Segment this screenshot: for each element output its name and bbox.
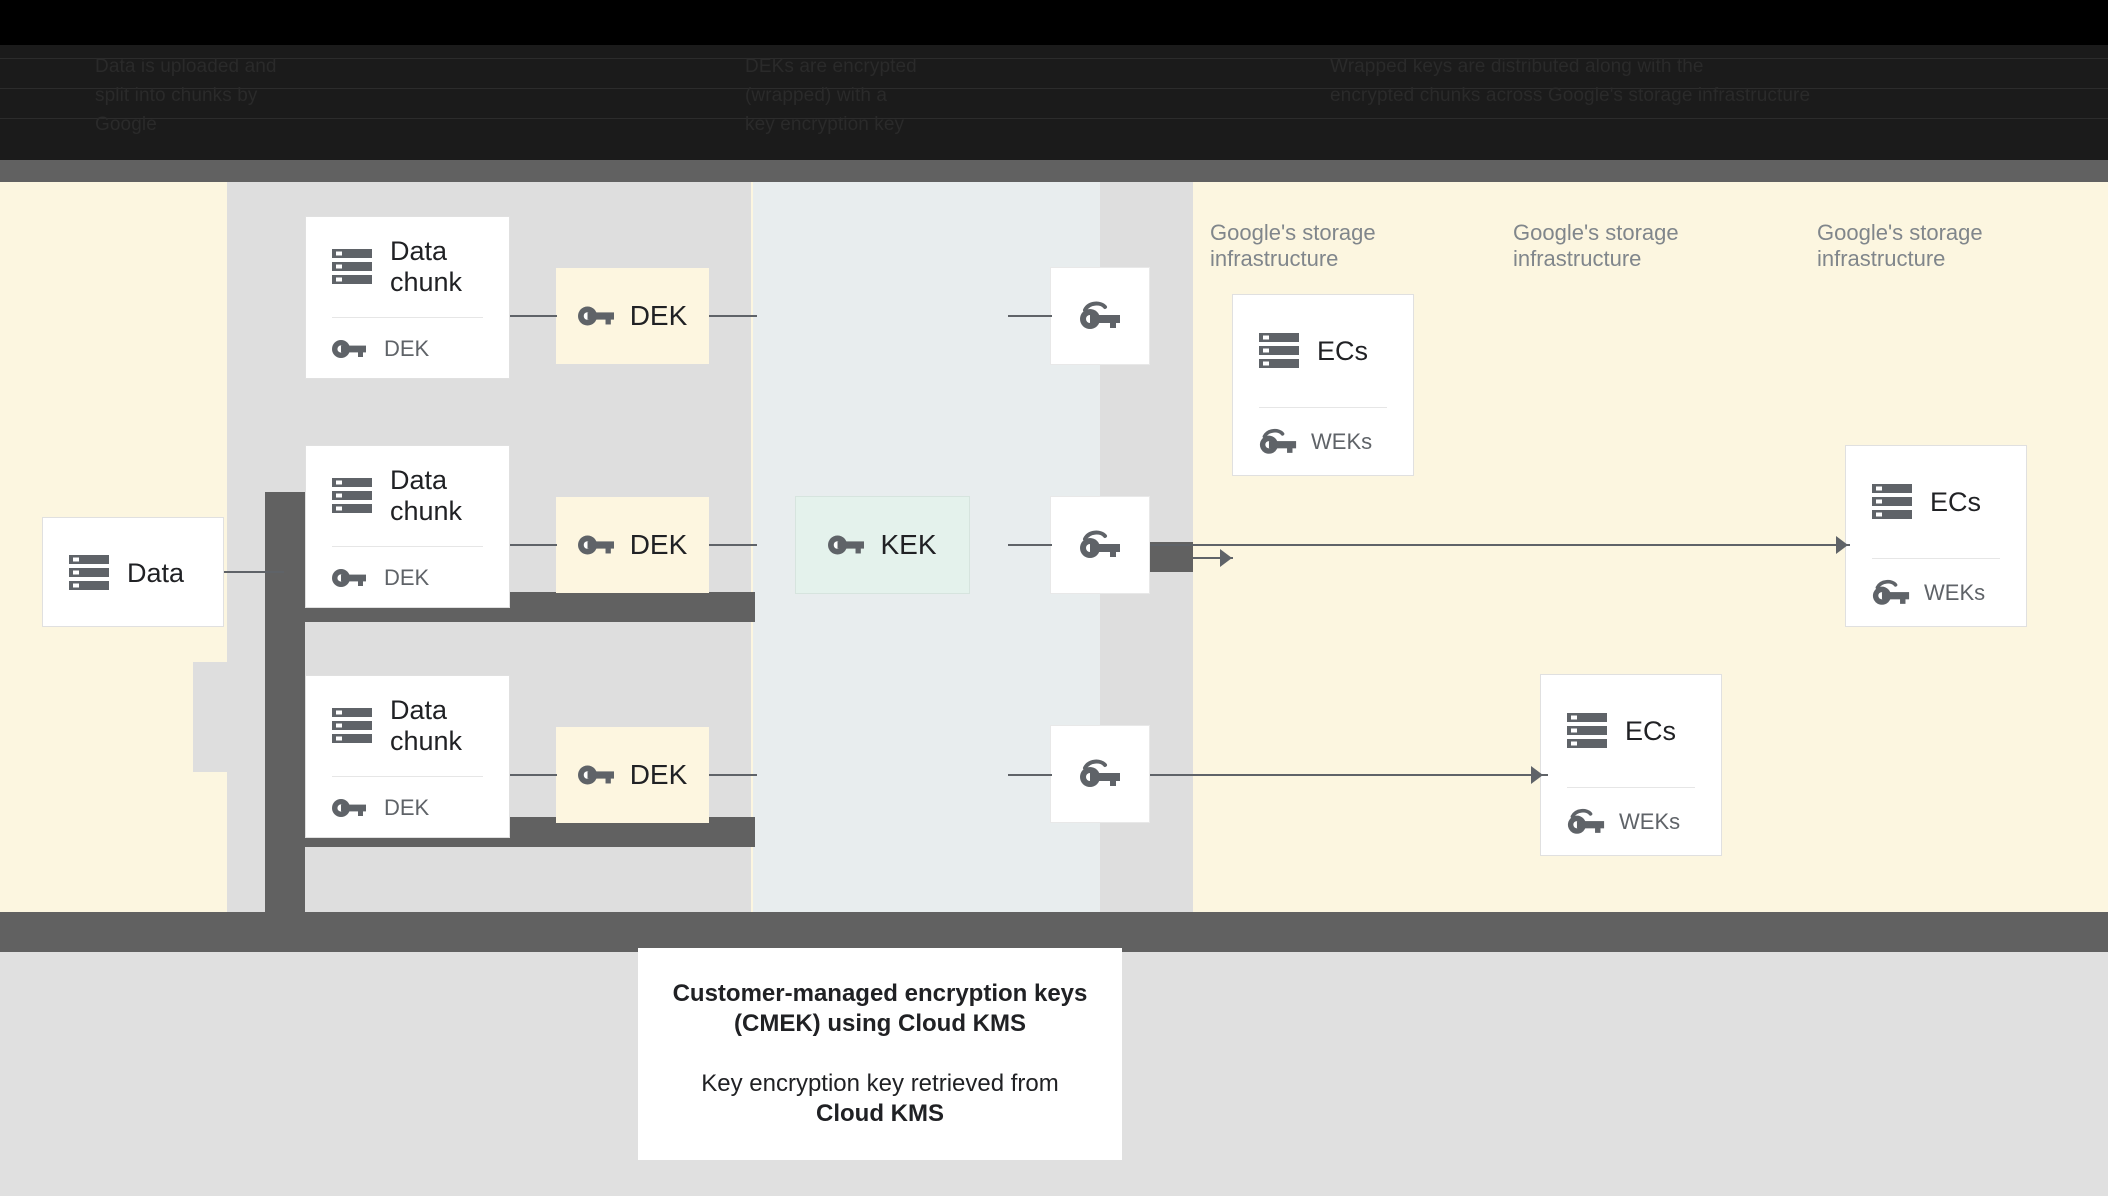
- card-divider: [332, 546, 483, 547]
- kek-label: KEK: [880, 529, 937, 560]
- wrapped-key-icon: [1079, 759, 1121, 789]
- top-rule: [0, 88, 2108, 89]
- ec-card[interactable]: ECs WEKs: [1845, 445, 2027, 627]
- key-icon: [577, 533, 614, 557]
- wrapped-key-box[interactable]: [1050, 496, 1150, 594]
- dek-box[interactable]: DEK: [556, 497, 709, 593]
- ec-card[interactable]: ECs WEKs: [1232, 294, 1414, 476]
- server-stack-icon: [332, 248, 372, 286]
- wrapped-key-icon: [1567, 808, 1605, 836]
- connector-dek-out-1: [709, 315, 757, 317]
- infra-label: Google's storage infrastructure: [1513, 220, 1679, 271]
- wrapped-key-icon: [1079, 530, 1121, 560]
- wrapped-key-icon: [1079, 301, 1121, 331]
- dek-label: DEK: [629, 759, 688, 790]
- dek-label: DEK: [629, 300, 688, 331]
- data-source-card[interactable]: Data: [42, 517, 224, 627]
- dek-box[interactable]: DEK: [556, 268, 709, 364]
- card-divider: [332, 317, 483, 318]
- ec-label: ECs: [1930, 486, 1982, 517]
- data-chunk-key-label: DEK: [384, 795, 430, 820]
- data-chunk-card[interactable]: Data chunk DEK: [305, 675, 510, 838]
- connector-to-wek-3: [1008, 774, 1052, 776]
- arrow-line-bottom: [1150, 774, 1548, 776]
- caption-subtitle: Key encryption key retrieved from Cloud …: [672, 1069, 1088, 1129]
- arrowhead-top: [1220, 549, 1232, 567]
- arrowhead-bottom: [1531, 766, 1543, 784]
- key-icon: [332, 338, 366, 360]
- server-stack-icon: [1872, 483, 1912, 521]
- arrow-line-top: [1193, 557, 1233, 559]
- ec-key-label: WEKs: [1924, 580, 1986, 605]
- arrowhead-middle: [1836, 536, 1848, 554]
- server-stack-icon: [332, 707, 372, 745]
- ec-card[interactable]: ECs WEKs: [1540, 674, 1722, 856]
- top-explainer-band: [0, 45, 2108, 160]
- card-divider: [1567, 787, 1695, 788]
- key-icon: [332, 567, 366, 589]
- top-rule: [0, 58, 2108, 59]
- data-chunk-card[interactable]: Data chunk DEK: [305, 445, 510, 608]
- key-icon: [332, 797, 366, 819]
- data-chunk-label: Data chunk: [390, 465, 463, 526]
- connector-to-wek-1: [1008, 315, 1052, 317]
- wrapped-key-icon: [1872, 579, 1910, 607]
- data-chunk-label: Data chunk: [390, 236, 463, 297]
- caption-card: Customer-managed encryption keys (CMEK) …: [638, 948, 1122, 1160]
- connector-to-wek-2: [1008, 544, 1052, 546]
- wrapped-key-box[interactable]: [1050, 267, 1150, 365]
- ec-key-label: WEKs: [1311, 429, 1373, 454]
- ec-label: ECs: [1317, 335, 1369, 366]
- top-text-upload: Data is uploaded and split into chunks b…: [95, 56, 277, 135]
- server-stack-icon: [1567, 712, 1607, 750]
- connector-chunk-dek-1: [510, 315, 557, 317]
- kek-box[interactable]: KEK: [795, 496, 970, 594]
- connector-data-to-split: [224, 571, 284, 573]
- server-stack-icon: [332, 477, 372, 515]
- connector-dek-out-3: [709, 774, 757, 776]
- data-chunk-key-label: DEK: [384, 565, 430, 590]
- top-rule: [0, 118, 2108, 119]
- diagram-canvas: Data Data chunk: [0, 182, 2108, 952]
- wrapped-key-icon: [1259, 428, 1297, 456]
- ec-label: ECs: [1625, 715, 1677, 746]
- key-icon: [577, 763, 614, 787]
- arrow-line-middle: [1150, 544, 1850, 546]
- connector-chunk-dek-2: [510, 544, 557, 546]
- infra-label: Google's storage infrastructure: [1210, 220, 1376, 271]
- caption-subtitle-prefix: Key encryption key retrieved from: [701, 1070, 1059, 1097]
- card-divider: [1259, 407, 1387, 408]
- ec-key-label: WEKs: [1619, 809, 1681, 834]
- data-source-label: Data: [127, 557, 185, 588]
- infra-label: Google's storage infrastructure: [1817, 220, 1983, 271]
- source-column-background: [193, 662, 273, 772]
- wrapped-key-box[interactable]: [1050, 725, 1150, 823]
- connector-dek-out-2: [709, 544, 757, 546]
- server-stack-icon: [69, 554, 109, 592]
- key-icon: [577, 304, 614, 328]
- caption-title: Customer-managed encryption keys (CMEK) …: [672, 980, 1088, 1037]
- bottom-separator-bar: [0, 912, 2108, 952]
- data-chunk-label: Data chunk: [390, 695, 463, 756]
- top-explainer-bar: Data is uploaded and split into chunks b…: [0, 0, 2108, 160]
- top-text-storage: Wrapped keys are distributed along with …: [1330, 56, 1811, 106]
- data-chunk-key-label: DEK: [384, 336, 430, 361]
- card-divider: [1872, 558, 2000, 559]
- top-text-dek: DEKs are encrypted (wrapped) with a key …: [745, 56, 917, 135]
- connector-chunk-dek-3: [510, 774, 557, 776]
- caption-subtitle-bold: Cloud KMS: [816, 1100, 944, 1127]
- key-icon: [828, 533, 865, 557]
- card-divider: [332, 776, 483, 777]
- split-trunk-bar: [265, 492, 305, 952]
- dek-box[interactable]: DEK: [556, 727, 709, 823]
- server-stack-icon: [1259, 332, 1299, 370]
- data-chunk-card[interactable]: Data chunk DEK: [305, 216, 510, 379]
- top-separator-bar: [0, 160, 2108, 182]
- dek-label: DEK: [629, 529, 688, 560]
